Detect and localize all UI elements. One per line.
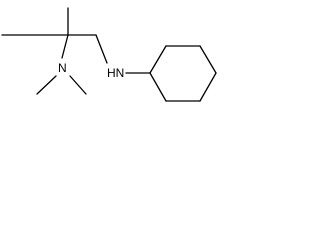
cyclohexane-ring [149,45,217,102]
ring-bond-4 [199,72,217,102]
amine-nh-label: HN [107,66,124,80]
bond-n-methyl-left [36,75,57,95]
bond-lines [1,7,151,95]
bond-c-n [61,34,69,59]
chemical-structure: HN N [1,7,217,102]
dimethylamino-n-label: N [58,61,67,75]
bond-ch2-nh [95,34,108,64]
atom-labels: HN N [58,61,124,80]
ring-bond-3 [199,45,217,74]
ring-bond-6 [149,72,167,102]
bond-n-methyl-right [69,75,87,95]
ring-bond-1 [149,45,167,74]
